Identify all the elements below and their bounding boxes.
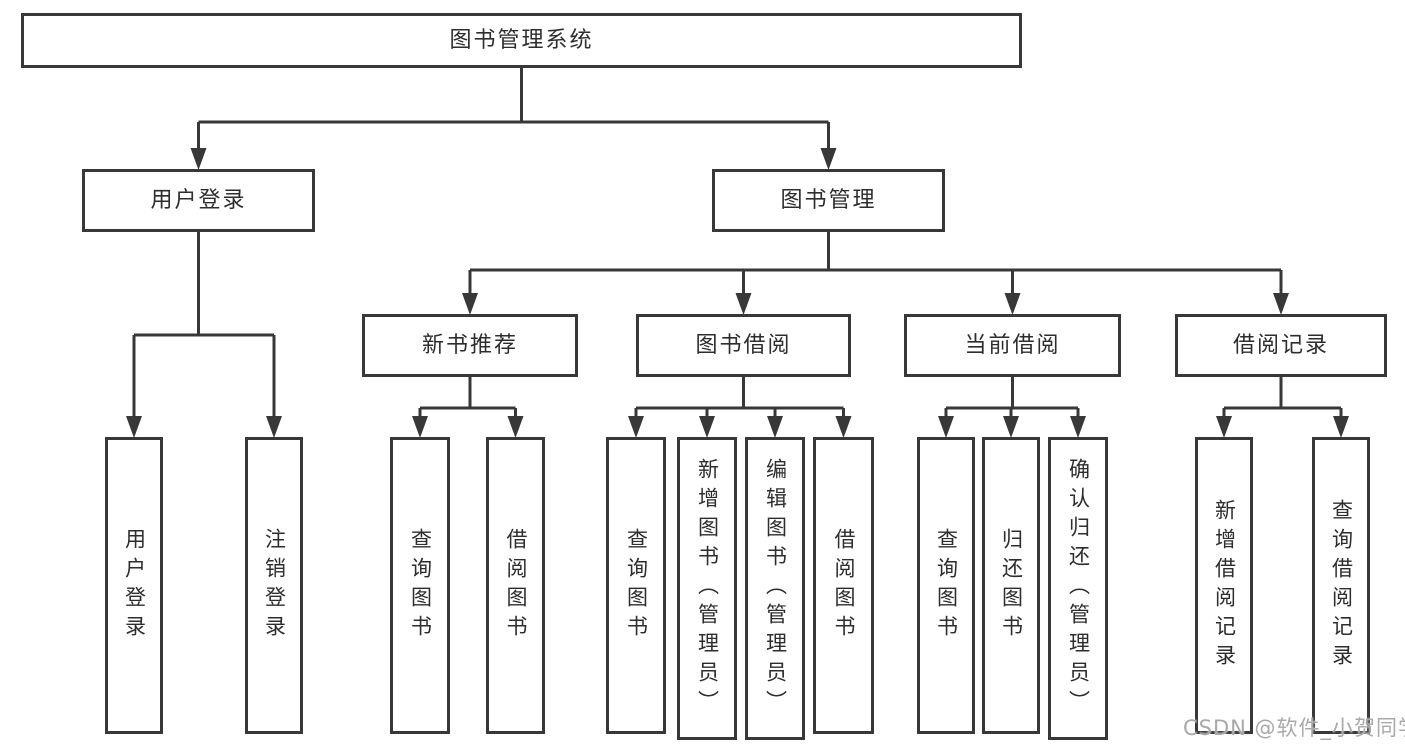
node-current-borrow: 当前借阅 [904, 314, 1121, 377]
node-label: 图书管理 [780, 187, 877, 213]
node-leaf-query-book-2: 查询图书 [606, 437, 666, 734]
arrowhead-icon [1070, 416, 1086, 438]
node-label: 查询图书 [408, 527, 433, 644]
arrowhead-icon [767, 416, 783, 438]
node-book-borrow: 图书借阅 [636, 314, 851, 377]
node-label: 当前借阅 [964, 332, 1061, 358]
node-user-login: 用户登录 [82, 169, 315, 232]
node-leaf-query-book-3: 查询图书 [917, 437, 975, 734]
arrowhead-icon [190, 148, 207, 170]
arrowhead-icon [735, 293, 752, 315]
arrowhead-icon [1216, 416, 1232, 438]
node-leaf-return-book: 归还图书 [982, 437, 1040, 734]
node-new-book-rec: 新书推荐 [362, 314, 578, 377]
arrowhead-icon [412, 416, 428, 438]
arrowhead-icon [1004, 293, 1021, 315]
node-leaf-borrow-book-1: 借阅图书 [486, 437, 545, 734]
node-label: 用户登录 [122, 527, 147, 644]
node-label: 查询图书 [934, 527, 959, 644]
arrowhead-icon [699, 416, 715, 438]
node-label: 查询借阅记录 [1329, 498, 1354, 673]
node-label: 归还图书 [999, 527, 1024, 644]
watermark: CSDN @软件_小贺同学 [1183, 716, 1405, 740]
node-leaf-confirm-return: 确认归还（管理员） [1048, 437, 1108, 740]
node-leaf-user-login: 用户登录 [105, 437, 163, 734]
node-book-mgmt: 图书管理 [712, 169, 945, 232]
node-root: 图书管理系统 [21, 13, 1022, 68]
node-label: 借阅图书 [504, 527, 528, 644]
node-leaf-query-borrow-record: 查询借阅记录 [1312, 437, 1370, 734]
node-leaf-add-borrow-record: 新增借阅记录 [1195, 437, 1253, 734]
node-label: 注销登录 [262, 527, 287, 644]
node-label: 新增借阅记录 [1212, 498, 1237, 673]
node-label: 图书借阅 [695, 332, 792, 358]
arrowhead-icon [820, 148, 837, 170]
node-label: 新书推荐 [421, 332, 518, 358]
arrowhead-icon [628, 416, 644, 438]
node-leaf-edit-book: 编辑图书（管理员） [745, 437, 805, 740]
arrowhead-icon [126, 416, 142, 438]
node-leaf-logout: 注销登录 [245, 437, 303, 734]
node-label: 确认归还（管理员） [1066, 458, 1091, 719]
arrowhead-icon [1003, 416, 1019, 438]
node-leaf-query-book-1: 查询图书 [390, 437, 450, 734]
node-label: 查询图书 [624, 527, 649, 644]
node-label: 用户登录 [150, 187, 247, 213]
node-label: 新增图书（管理员） [695, 458, 720, 719]
node-leaf-add-book: 新增图书（管理员） [677, 437, 737, 740]
arrowhead-icon [507, 416, 524, 438]
node-label: 借阅图书 [832, 527, 856, 644]
arrowhead-icon [835, 416, 852, 438]
arrowhead-icon [1273, 293, 1289, 315]
arrowhead-icon [938, 416, 954, 438]
arrowhead-icon [1333, 416, 1349, 438]
node-label: 借阅记录 [1232, 332, 1329, 358]
node-leaf-borrow-book-2: 借阅图书 [813, 437, 874, 734]
node-label: 图书管理系统 [449, 27, 594, 53]
arrowhead-icon [266, 416, 282, 438]
node-borrow-record: 借阅记录 [1175, 314, 1387, 377]
arrowhead-icon [462, 293, 478, 315]
node-label: 编辑图书（管理员） [763, 458, 788, 719]
